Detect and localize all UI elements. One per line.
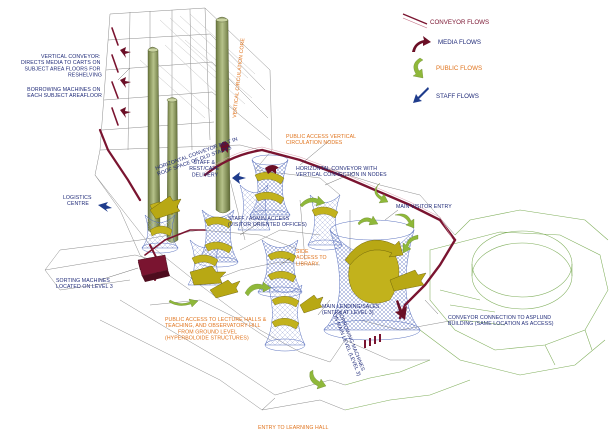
legend-item-public: PUBLIC FLOWS	[412, 57, 482, 79]
annotation-sorting-machines: SORTING MACHINES LOCATED ON LEVEL 3	[56, 278, 113, 290]
spiral-ramps	[149, 171, 400, 330]
media-flow-arrow-icon	[412, 36, 431, 52]
legend-item-staff: STAFF FLOWS	[413, 87, 479, 103]
annotation-public-access-vertical: PUBLIC ACCESS VERTICAL CIRCULATION NODES	[286, 134, 358, 146]
annotation-main-lending: MAIN LENDING/SALES (ENTRY AT LEVEL 3)	[322, 304, 381, 316]
staff-flow-arrows	[98, 172, 246, 212]
annotation-horizontal-conveyor-nodes: HORIZONTAL CONVEYOR WITH VERTICAL CONNEC…	[296, 166, 387, 178]
annotation-vertical-circulation-core: VERTICAL CIRCULATION CORE	[232, 37, 246, 118]
annotation-entry-learning-hall: ENTRY TO LEARNING HALL	[258, 425, 328, 431]
annotation-side-access-library: SIDE ACCESS TO LIBRARY	[296, 249, 328, 267]
annotation-conveyor-connection: CONVEYOR CONNECTION TO ASPLUND BUILDING …	[448, 315, 554, 327]
legend-label-public: PUBLIC FLOWS	[436, 65, 482, 72]
legend-label-media: MEDIA FLOWS	[438, 39, 481, 46]
conveyor-flow-icon	[402, 13, 428, 29]
legend: CONVEYOR FLOWS MEDIA FLOWS PUBLIC FLOWS …	[402, 13, 489, 103]
sorting-machines-block	[137, 254, 170, 282]
annotation-main-visitor-entry: MAIN VISITOR ENTRY	[396, 204, 452, 210]
leader-lines	[99, 67, 439, 411]
annotation-logistics-centre: LOGISTICS CENTRE	[63, 195, 93, 207]
borrowing-machines-block	[364, 334, 381, 348]
annotation-staff-rest-cafe: STAFF & REST/CAFE DELIVERY	[189, 160, 221, 178]
annotation-borrowing-machines: BORROWING MACHINES ON EACH SUBJECT AREAF…	[27, 87, 102, 99]
legend-label-conveyor: CONVEYOR FLOWS	[430, 19, 489, 26]
legend-item-conveyor: CONVEYOR FLOWS	[402, 13, 489, 29]
annotation-staff-admin-access: STAFF / ADMIN ACCESS (VISITOR ORIENTED O…	[228, 216, 307, 228]
legend-item-media: MEDIA FLOWS	[412, 36, 481, 52]
landscape-outline	[344, 209, 609, 411]
legend-label-staff: STAFF FLOWS	[436, 93, 479, 100]
annotation-public-access-lecture: PUBLIC ACCESS TO LECTURE HALLS & TEACHIN…	[165, 317, 268, 342]
public-flow-arrows	[168, 182, 419, 390]
conveyor-flow-paths	[98, 27, 457, 320]
staff-flow-arrow-icon	[413, 87, 429, 103]
public-flow-arrow-icon	[412, 57, 424, 79]
entry-ramp-arrows	[149, 195, 427, 314]
annotation-vertical-conveyor: VERTICAL CONVEYOR: DIRECTS MEDIA TO CART…	[21, 54, 102, 79]
